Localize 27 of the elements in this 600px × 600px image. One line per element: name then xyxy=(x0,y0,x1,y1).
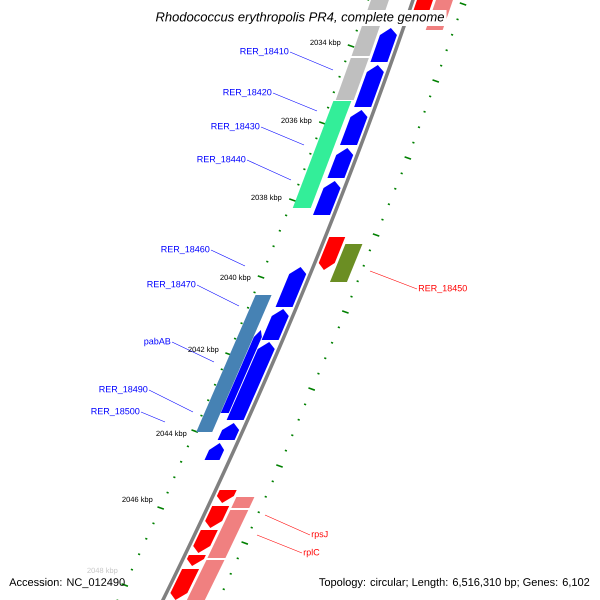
gene-label: RER_18490 xyxy=(100,386,148,394)
leader-line xyxy=(272,92,318,112)
title: Rhodococcus erythropolis PR4, complete genome xyxy=(153,10,447,26)
leader-line xyxy=(264,514,310,536)
leader-line xyxy=(196,284,240,306)
leader-line xyxy=(290,52,334,70)
footer-text: Accession: NC_012490 xyxy=(9,578,125,588)
gene-label: RER_18430 xyxy=(212,122,260,132)
gene-label: RER_18460 xyxy=(162,246,210,254)
gene-label: rpsJ xyxy=(312,530,328,540)
gene-label: RER_18440 xyxy=(198,156,246,164)
leader-line xyxy=(140,412,166,422)
leader-line xyxy=(370,270,418,290)
leader-line xyxy=(246,160,292,180)
leader-line xyxy=(256,534,302,554)
leader-line xyxy=(260,126,304,146)
gene-label: RER_18470 xyxy=(148,280,196,290)
gene-label: pabAB xyxy=(144,338,170,346)
gene-label: RER_18450 xyxy=(418,284,467,294)
leader-line xyxy=(172,342,214,362)
footer-text: Topology: circular; Length: 6,516,310 bp; Genes: 6,102 xyxy=(319,578,590,588)
leader-line xyxy=(210,250,246,266)
gene-label: RER_18500 xyxy=(92,408,140,416)
gene-label: RER_18420 xyxy=(224,88,272,98)
gene-label: RER_18410 xyxy=(240,48,288,56)
leader-line xyxy=(148,390,194,412)
gene-label: rplC xyxy=(304,548,320,558)
